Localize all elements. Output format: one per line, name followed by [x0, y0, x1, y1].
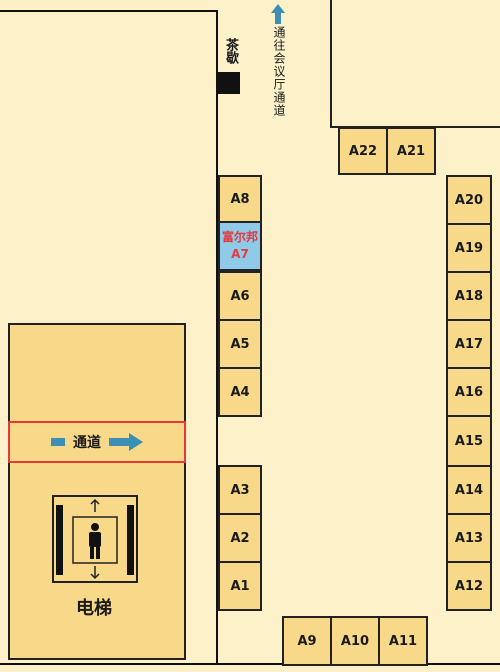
- booth-a10[interactable]: A10: [330, 616, 380, 666]
- booth-a3[interactable]: A3: [218, 465, 262, 515]
- elevator-label: 电梯: [76, 598, 112, 619]
- booth-a19[interactable]: A19: [446, 223, 492, 273]
- passage-label: 通道: [73, 435, 101, 451]
- booth-a1[interactable]: A1: [218, 561, 262, 611]
- tea-break-label: 茶歇: [223, 38, 238, 64]
- passage-box: 通道: [8, 421, 186, 463]
- booth-a16[interactable]: A16: [446, 367, 492, 417]
- booth-a21[interactable]: A21: [386, 127, 436, 175]
- booth-a5[interactable]: A5: [218, 319, 262, 369]
- booth-a9[interactable]: A9: [282, 616, 332, 666]
- booth-a14[interactable]: A14: [446, 465, 492, 515]
- booth-a15[interactable]: A15: [446, 415, 492, 467]
- bottom-wall: [0, 663, 500, 665]
- booth-a4[interactable]: A4: [218, 367, 262, 417]
- passage-arrow-tail: [51, 438, 65, 446]
- conference-direction-note: 通往会议厅通道: [272, 26, 286, 117]
- booth-a18[interactable]: A18: [446, 271, 492, 321]
- booth-a2[interactable]: A2: [218, 513, 262, 563]
- highlight-booth-code: A7: [231, 247, 249, 261]
- left-block-top-wall: [0, 10, 218, 12]
- booth-a13[interactable]: A13: [446, 513, 492, 563]
- arrow-right-icon: [109, 433, 143, 451]
- booth-a17[interactable]: A17: [446, 319, 492, 369]
- booth-a6[interactable]: A6: [218, 271, 262, 321]
- arrow-up-icon: [271, 4, 285, 24]
- booth-a12[interactable]: A12: [446, 561, 492, 611]
- booth-a22[interactable]: A22: [338, 127, 388, 175]
- booth-a11[interactable]: A11: [378, 616, 428, 666]
- elevator-area: [8, 323, 186, 660]
- highlight-company-name: 富尔邦: [221, 230, 258, 244]
- elevator-icon: [52, 495, 138, 583]
- booth-a7-highlighted[interactable]: 富尔邦 A7: [218, 221, 262, 271]
- left-block-right-wall: [216, 10, 218, 665]
- tea-break-station: [218, 72, 240, 94]
- booth-a8[interactable]: A8: [218, 175, 262, 223]
- top-right-block: [330, 0, 500, 128]
- booth-a20[interactable]: A20: [446, 175, 492, 225]
